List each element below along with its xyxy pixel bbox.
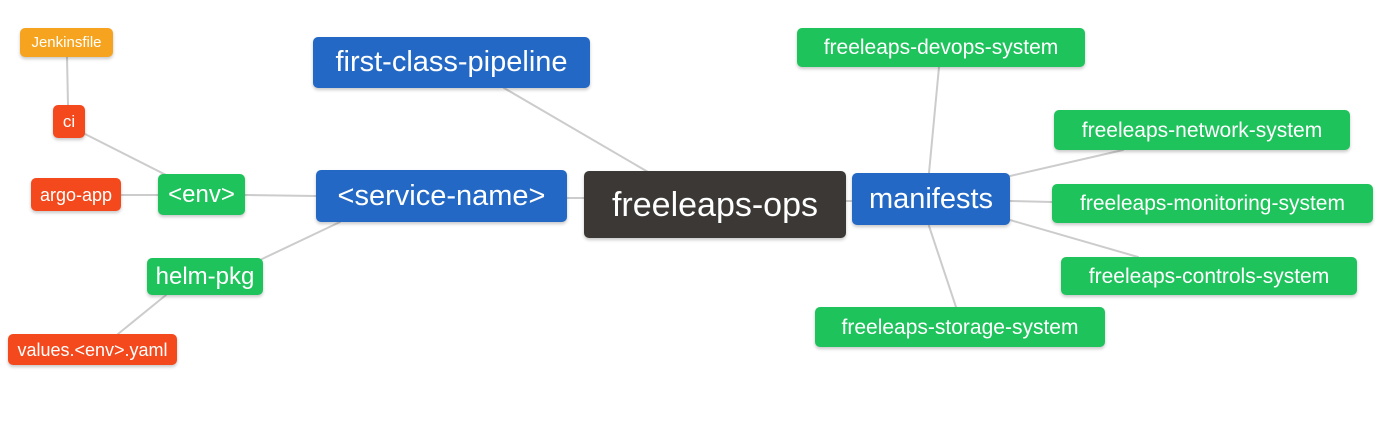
node-ci[interactable]: ci: [53, 105, 85, 138]
node-freeleaps-network-system[interactable]: freeleaps-network-system: [1054, 110, 1350, 150]
node-helm-pkg[interactable]: helm-pkg: [147, 258, 263, 295]
edge-manifests-to-freeleaps-network-system: [1009, 149, 1124, 177]
node-jenkinsfile[interactable]: Jenkinsfile: [20, 28, 113, 57]
node-env[interactable]: <env>: [158, 174, 245, 215]
edge-freeleaps-devops-system-to-manifests: [928, 66, 940, 174]
node-first-class-pipeline[interactable]: first-class-pipeline: [313, 37, 590, 88]
node-freeleaps-storage-system[interactable]: freeleaps-storage-system: [815, 307, 1105, 347]
edge-env-to-service-name: [244, 194, 317, 197]
edge-manifests-to-freeleaps-monitoring-system: [1009, 200, 1053, 203]
node-values-env-yaml[interactable]: values.<env>.yaml: [8, 334, 177, 365]
node-manifests[interactable]: manifests: [852, 173, 1010, 225]
edge-service-name-to-helm-pkg: [261, 221, 341, 260]
edge-manifests-to-freeleaps-controls-system: [1009, 219, 1139, 258]
edge-jenkinsfile-to-ci: [66, 56, 69, 106]
edge-manifests-to-freeleaps-storage-system: [928, 225, 957, 308]
node-argo-app[interactable]: argo-app: [31, 178, 121, 211]
node-freeleaps-controls-system[interactable]: freeleaps-controls-system: [1061, 257, 1357, 295]
node-freeleaps-devops-system[interactable]: freeleaps-devops-system: [797, 28, 1085, 67]
node-freeleaps-ops[interactable]: freeleaps-ops: [584, 171, 846, 238]
edge-ci-to-env: [84, 133, 173, 179]
edge-helm-pkg-to-values-env-yaml: [117, 294, 167, 335]
edge-first-class-pipeline-to-freeleaps-ops: [503, 87, 649, 173]
node-service-name[interactable]: <service-name>: [316, 170, 567, 222]
node-freeleaps-monitoring-system[interactable]: freeleaps-monitoring-system: [1052, 184, 1373, 223]
